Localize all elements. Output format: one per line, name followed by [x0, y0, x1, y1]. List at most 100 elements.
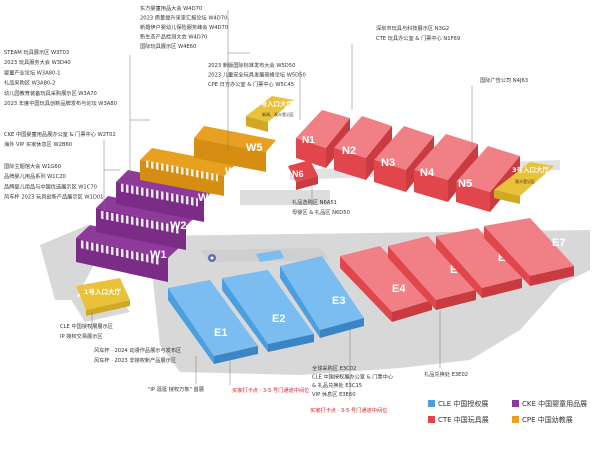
legend-label-cte: CTE 中国玩具展 [438, 415, 489, 424]
hall-e2[interactable]: E2 [222, 270, 314, 352]
hall-w4-label: W4 [225, 166, 242, 178]
hall-n4[interactable]: N4 [414, 134, 478, 202]
annotation-line: "IP 逛逛 授权万象" 首展 [148, 385, 204, 393]
annotation-line: 买家打卡点 · 3-5 号门通道中间位 [232, 386, 309, 394]
hall-w2-label: W2 [170, 220, 187, 232]
annotation-line: CPE 日方办公室 & 门票中心 W5C45 [208, 80, 294, 88]
entrance-2-sub: 新闻、观众登记区 [262, 111, 294, 117]
annotation-line: 风车杯 · 2024 动漫作品展示与发布区 [94, 346, 181, 354]
annotation-line: 品牌婴儿用品系列 W1C20 [4, 172, 66, 180]
map-marker-icon [208, 254, 216, 262]
hall-e6[interactable]: E6 [436, 228, 522, 298]
entrance-3-label: 3号入口大厅 [512, 165, 550, 174]
legend-swatch-cte [428, 416, 435, 423]
annotation-line: 深圳市玩具与科技展示区 N3G2 [376, 24, 449, 32]
annotation-line: IP 授权交易展示区 [60, 332, 103, 340]
legend-swatch-cke [512, 400, 519, 407]
hall-e7-label: E7 [552, 237, 565, 249]
annotations-right-mid: 国际广告公司 N4J63 [480, 76, 528, 84]
annotation-line: 风车杯 · 2023 非授权新产品展示区 [94, 356, 176, 364]
annotation-line: 母婴区 & 礼品区 N6D50 [292, 208, 350, 216]
hall-e3-label: E3 [332, 295, 345, 307]
annotation-line: 品牌婴儿用品与中国优选展示区 W1C70 [4, 182, 97, 190]
entrance-2-label: 2号入口大厅 [256, 99, 294, 108]
annotation-line: 2023 新版国际标准发布大会 W5D50 [208, 61, 295, 69]
legend-label-cke: CKE 中国婴童用品展 [522, 399, 587, 408]
annotation-line: 2023 儿童安全玩具发展高峰论坛 W5D50 [208, 71, 306, 79]
legend-swatch-cle [428, 400, 435, 407]
leader-lines [91, 10, 473, 400]
hall-e3[interactable]: E3 [280, 256, 364, 338]
hall-n3-label: N3 [381, 157, 395, 169]
annotation-line: 买家打卡点 · 3-5 号门通道中间位 [310, 406, 387, 414]
hall-e4[interactable]: E4 [340, 246, 432, 322]
annotations-top-center-right: 2023 新版国际标准发布大会 W5D50 2023 儿童安全玩具发展高峰论坛 W… [208, 61, 306, 88]
hall-w5-label: W5 [246, 142, 263, 154]
hall-e1[interactable]: E1 [168, 280, 258, 364]
annotation-line: 新婚伊户婴幼儿保险服务峰会 W4D70 [140, 23, 228, 31]
annotation-line: 国际主题馆大会 W1G60 [4, 162, 61, 170]
annotations-bottom-mid: "IP 逛逛 授权万象" 首展 [148, 385, 204, 393]
annotation-line: VIP 休息区 E3E60 [312, 390, 356, 398]
hall-n4-label: N4 [420, 167, 435, 179]
annotation-line: 礼品采购区 W3A80-2 [4, 79, 55, 87]
hall-n1[interactable]: N1 [296, 110, 350, 168]
hall-n5-label: N5 [458, 178, 472, 190]
annotation-line: CTE 玩具办公室 & 门票中心 N1F69 [376, 34, 460, 42]
hall-n1-label: N1 [302, 135, 315, 146]
entrance-hall-3[interactable]: 3号入口大厅 观众登记区 [494, 162, 554, 204]
hall-e5[interactable]: E5 [388, 236, 476, 310]
annotation-line: 2023 年度中国玩具创新品牌发布与论坛 W3A80 [4, 99, 117, 107]
hall-w5[interactable]: W5 [194, 126, 276, 172]
hall-n2[interactable]: N2 [334, 116, 392, 180]
annotation-line: CKE 中国婴童用品展办公室 & 门票中心 W2T02 [4, 130, 116, 138]
annotation-line: 礼品兑换处 E3E02 [424, 370, 468, 378]
annotation-line: CLE 中国授权展展示区 [60, 322, 113, 330]
entrance-3-sub: 观众登记区 [515, 178, 535, 184]
annotation-line: 风车杯 2023 玩具创新产品展示区 W1D01 [4, 193, 103, 201]
legend-swatch-cpe [512, 416, 519, 423]
annotation-line: 海外 VIP 买家休息区 W2B60 [4, 140, 72, 148]
annotation-line: 国际广告公司 N4J63 [480, 76, 528, 84]
map-legend: CLE 中国授权展 CKE 中国婴童用品展 CTE 中国玩具展 CPE 中国幼教展 [428, 399, 587, 424]
entrance-hall-2[interactable]: 2号入口大厅 新闻、观众登记区 [246, 96, 294, 132]
hall-e2-label: E2 [272, 313, 285, 325]
annotation-line: 2023 质量提升采家汇报论坛 W4D70 [140, 14, 227, 22]
hall-e1-label: E1 [214, 327, 227, 339]
small-blue-pavilion [256, 250, 284, 262]
entrance-hall-1[interactable]: 1号入口大厅 [76, 278, 130, 316]
legend-label-cle: CLE 中国授权展 [438, 399, 488, 408]
annotation-line: 礼品选购区 N6A51 [292, 198, 337, 206]
annotations-left-lower: 国际主题馆大会 W1G60 品牌婴儿用品系列 W1C20 品牌婴儿用品与中国优选展示… [4, 162, 103, 201]
hall-n2-label: N2 [342, 145, 356, 157]
annotations-center-small: 礼品选购区 N6A51 母婴区 & 礼品区 N6D50 [292, 198, 350, 216]
hall-w3-label: W3 [198, 192, 215, 204]
annotation-line: 新生态产品检测大会 W4D70 [140, 33, 207, 41]
annotation-line: 2023 玩具服务大会 W3D40 [4, 58, 71, 66]
hall-w1-label: W1 [150, 249, 167, 261]
annotation-line: 国际玩具展示区 W4E60 [140, 42, 196, 50]
annotations-left-bottom: CLE 中国授权展展示区 IP 授权交易展示区 [60, 322, 113, 340]
hall-n6-label: N6 [292, 169, 304, 179]
hall-w4[interactable]: W4 [140, 148, 242, 196]
hall-n6[interactable]: N6 [288, 160, 318, 190]
annotation-line: 婴童产业论坛 W3A80-1 [4, 68, 61, 76]
hall-e7[interactable]: E7 [484, 218, 574, 286]
hall-e4-label: E4 [392, 283, 406, 295]
annotation-line: CLE 中国授权展办公室 & 门票中心 [312, 373, 393, 381]
annotations-left-mid: CKE 中国婴童用品展办公室 & 门票中心 W2T02 海外 VIP 买家休息区 … [4, 130, 116, 148]
annotation-line: 全球采购区 E3C02 [312, 364, 356, 372]
annotations-right-bottom: 礼品兑换处 E3E02 [424, 370, 468, 378]
annotation-line: 东方婴童用品大会 W4D70 [140, 4, 202, 12]
annotation-line: & 礼品兑换处 E3C15 [312, 381, 362, 389]
legend-label-cpe: CPE 中国幼教展 [522, 415, 573, 424]
entrance-1-label: 1号入口大厅 [84, 287, 122, 296]
annotation-line: 幼儿园教育装备玩具采购展示区 W3A70 [4, 89, 97, 97]
annotations-top-center: 东方婴童用品大会 W4D70 2023 质量提升采家汇报论坛 W4D70新婚伊户婴… [140, 4, 228, 50]
